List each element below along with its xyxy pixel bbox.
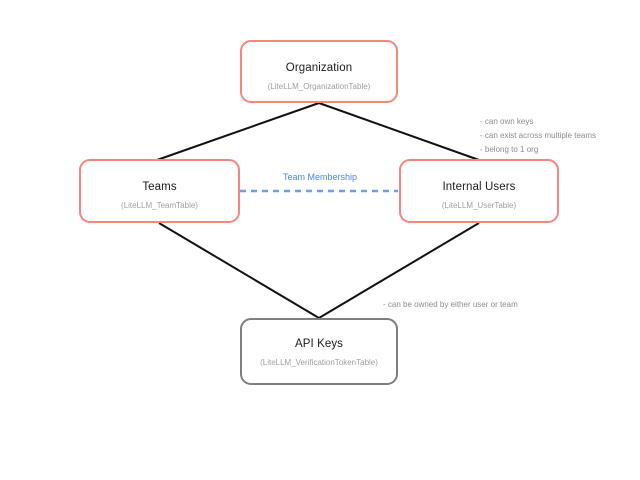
node-organization: Organization (LiteLLM_OrganizationTable) <box>240 40 398 103</box>
node-api-keys-title: API Keys <box>294 338 344 350</box>
annotation-internal-users-line-1: - can own keys <box>480 117 534 126</box>
annotation-api-keys-line-1: - can be owned by either user or team <box>383 300 518 309</box>
annotation-api-keys: - can be owned by either user or team <box>383 298 518 312</box>
edge-organization-teams <box>156 102 320 161</box>
annotation-internal-users-line-2: - can exist across multiple teams <box>480 131 597 140</box>
annotation-internal-users-line-3: - belong to 1 org <box>480 145 539 154</box>
node-api-keys: API Keys (LiteLLM_VerificationTokenTable… <box>240 318 398 385</box>
node-organization-title: Organization <box>285 61 353 74</box>
node-teams-subtitle: (LiteLLM_TeamTable) <box>121 201 198 210</box>
node-teams: Teams (LiteLLM_TeamTable) <box>79 159 240 223</box>
edge-label-team-membership: Team Membership <box>282 172 358 182</box>
node-organization-subtitle: (LiteLLM_OrganizationTable) <box>267 81 371 91</box>
edge-internal-users-api-keys <box>318 222 480 319</box>
node-internal-users-title: Internal Users <box>442 181 516 193</box>
annotation-internal-users: - can own keys - can exist across multip… <box>480 115 596 157</box>
edge-teams-api-keys <box>158 222 320 319</box>
edge-organization-internal-users <box>318 102 480 161</box>
node-teams-title: Teams <box>142 181 177 193</box>
node-internal-users: Internal Users (LiteLLM_UserTable) <box>399 159 559 223</box>
node-api-keys-subtitle: (LiteLLM_VerificationTokenTable) <box>260 358 378 367</box>
node-internal-users-subtitle: (LiteLLM_UserTable) <box>441 201 517 210</box>
